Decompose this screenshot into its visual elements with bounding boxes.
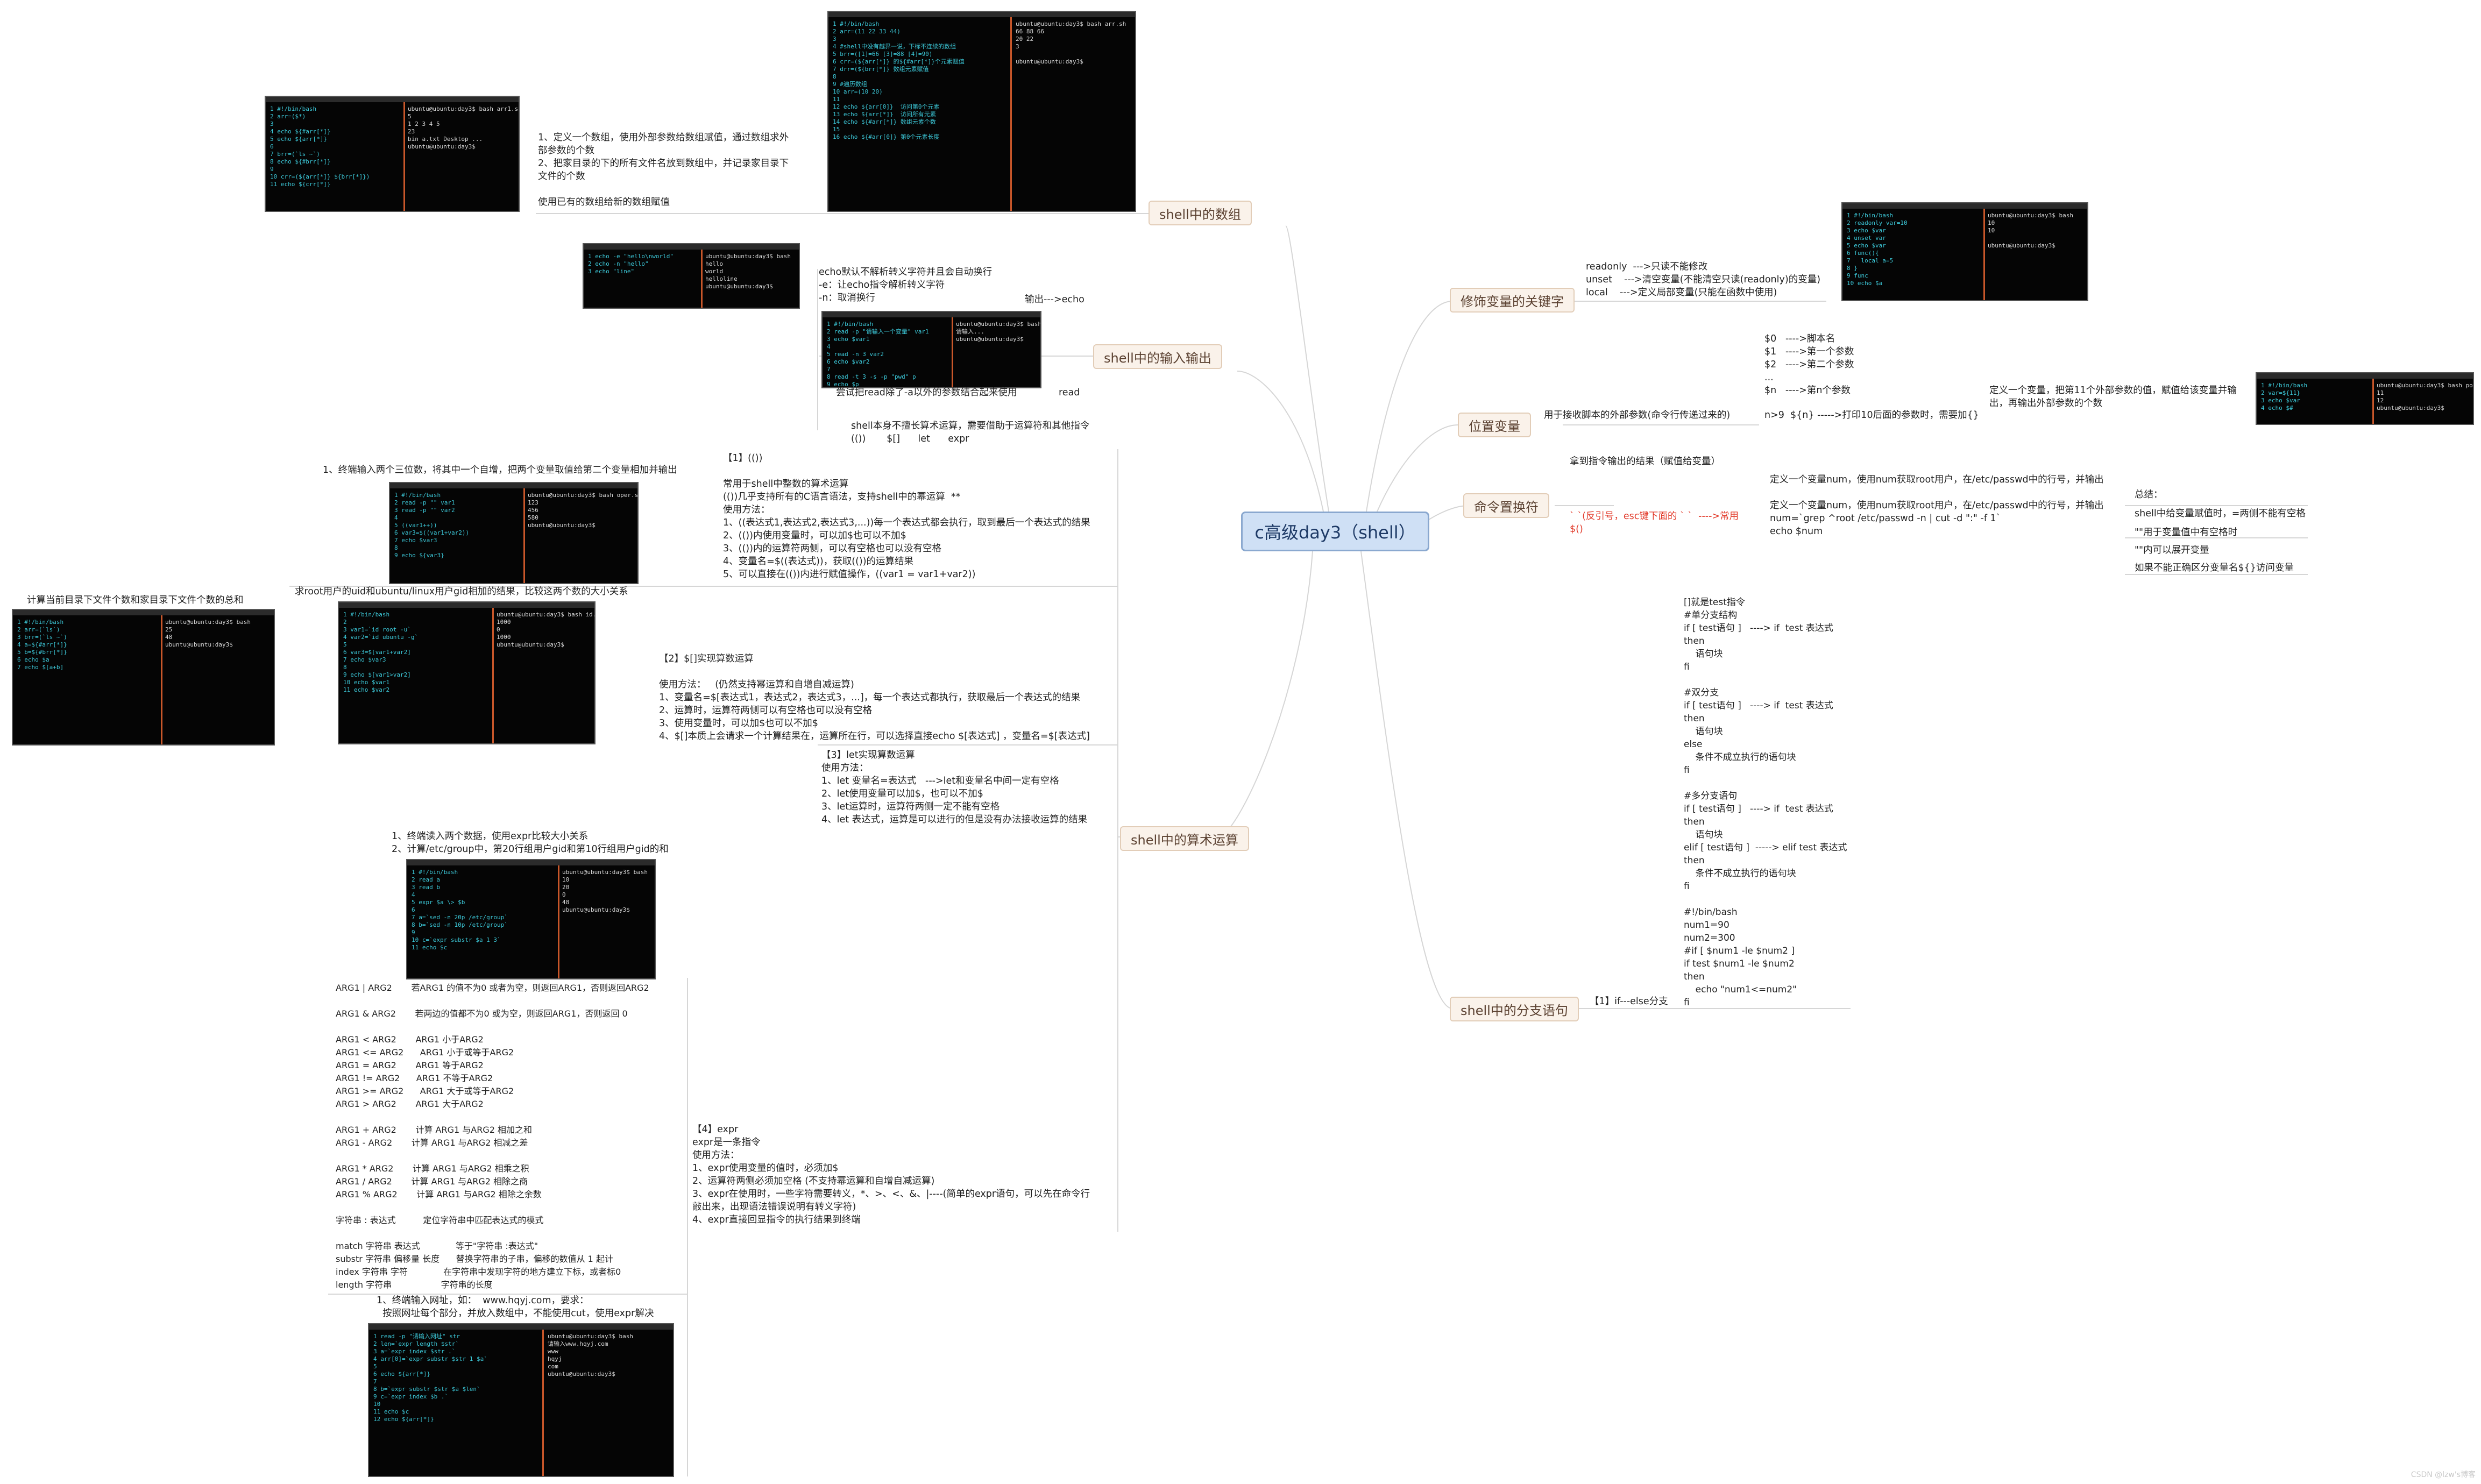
read-note: 尝试把read除了-a以外的参数结合起来使用	[836, 386, 1017, 399]
terminal-output: ubuntu@ubuntu:day3$ bash 请输入www.hqyj.com…	[548, 1333, 633, 1378]
arith-section-4: 【4】expr expr是一条指令 使用方法： 1、expr使用变量的值时，必须…	[692, 1123, 1090, 1226]
echo-output-label: 输出--->echo	[1025, 293, 1084, 306]
terminal-arith-1: 1 #!/bin/bash 2 read -p "" var1 3 read -…	[389, 482, 639, 584]
terminal-output: ubuntu@ubuntu:day3$ bash 10 20 0 48 ubun…	[562, 869, 648, 914]
branch-position[interactable]: 位置变量	[1458, 413, 1531, 437]
terminal-output: ubuntu@ubuntu:day3$ bash pos.sh 11 12 ub…	[2377, 382, 2474, 412]
position-desc: 用于接收脚本的外部参数(命令行传递过来的)	[1544, 409, 1730, 422]
position-tenth: n>9 ${n} ----->打印10后面的参数时，需要加{}	[1764, 409, 1979, 422]
terminal-position: 1 #!/bin/bash 2 var=${11} 3 echo $var 4 …	[2256, 372, 2474, 425]
summary-item: 如果不能正确区分变量名${}访问变量	[2135, 562, 2294, 574]
home-task: 计算当前目录下文件个数和家目录下文件个数的总和	[27, 594, 244, 607]
arith-section-2: 【2】$[]实现算数运算 使用方法： (仍然支持幂运算和自增自减运算) 1、变量…	[659, 652, 1090, 743]
terminal-read: 1 #!/bin/bash 2 read -p "请输入一个变量" var1 3…	[821, 311, 1041, 388]
terminal-output: ubuntu@ubuntu:day3$ bash id.sh 1000 0 10…	[497, 611, 596, 649]
terminal-code: 1 read -p "请输入网址" str 2 len=`expr length…	[373, 1333, 487, 1423]
terminal-url: 1 read -p "请输入网址" str 2 len=`expr length…	[368, 1323, 674, 1477]
terminal-array-small: 1 #!/bin/bash 2 arr=($*) 3 4 echo ${#arr…	[265, 96, 520, 212]
terminal-uid: 1 #!/bin/bash 2 3 var1=`id root -u` 4 va…	[338, 601, 596, 744]
branch-branch[interactable]: shell中的分支语句	[1450, 997, 1579, 1021]
arith-task-1: 1、终端输入两个三位数，将其中一个自增，把两个变量取值给第二个变量相加并输出	[323, 464, 677, 477]
expr-operators: ARG1 | ARG2 若ARG1 的值不为0 或者为空，则返回ARG1，否则返…	[336, 982, 649, 1291]
uid-task: 求root用户的uid和ubuntu/linux用户gid相加的结果，比较这两个…	[295, 585, 628, 598]
watermark: CSDN @lzw's博客	[2411, 1469, 2476, 1480]
link-keywords	[1366, 301, 1452, 512]
terminal-home: 1 #!/bin/bash 2 arr=(`ls`) 3 brr=(`ls ~`…	[12, 609, 275, 745]
terminal-code: 1 #!/bin/bash 2 arr=(11 22 33 44) 3 4 #s…	[833, 20, 965, 141]
keyword-notes: readonly --->只读不能修改 unset --->清空变量(不能清空只…	[1586, 260, 1820, 299]
link-position	[1377, 425, 1458, 512]
link-branch	[1361, 551, 1452, 1009]
terminal-code: 1 #!/bin/bash 2 arr=($*) 3 4 echo ${#arr…	[270, 105, 370, 188]
cmdsub-task-1: 定义一个变量num，使用num获取root用户，在/etc/passwd中的行号…	[1770, 473, 2104, 486]
terminal-output: ubuntu@ubuntu:day3$ bash arr1.sh 5 1 2 3…	[408, 105, 520, 151]
link-array	[1286, 226, 1329, 512]
terminal-keywords: 1 #!/bin/bash 2 readonly var=10 3 echo $…	[1841, 202, 2088, 301]
expr-tasks: 1、终端读入两个数据，使用expr比较大小关系 2、计算/etc/group中，…	[392, 830, 669, 856]
terminal-output: ubuntu@ubuntu:day3$ bash read.sh 请输入... …	[956, 321, 1041, 343]
terminal-echo: 1 echo -e "hello\nworld" 2 echo -n "hell…	[583, 243, 800, 309]
branch-cmdsub[interactable]: 命令置换符	[1463, 493, 1549, 518]
branch-keywords[interactable]: 修饰变量的关键字	[1450, 288, 1575, 313]
arith-section-3: 【3】let实现算数运算 使用方法： 1、let 变量名=表达式 --->let…	[821, 749, 1087, 826]
arith-intro: shell本身不擅长算术运算，需要借助于运算符和其他指令 (()) $[] le…	[851, 420, 1089, 445]
read-label: read	[1059, 386, 1080, 399]
terminal-code: 1 #!/bin/bash 2 read -p "请输入一个变量" var1 3…	[827, 321, 929, 388]
terminal-code: 1 #!/bin/bash 2 var=${11} 3 echo $var 4 …	[2261, 382, 2307, 412]
url-task: 1、终端输入网址，如： www.hqyj.com，要求： 按照网址每个部分，并放…	[377, 1294, 654, 1320]
terminal-code: 1 #!/bin/bash 2 readonly var=10 3 echo $…	[1847, 212, 1908, 287]
link-arith	[1216, 551, 1313, 839]
cmdsub-desc: 拿到指令输出的结果（赋值给变量）	[1570, 455, 1720, 468]
link-io	[1237, 371, 1323, 512]
terminal-output: ubuntu@ubuntu:day3$ bash 10 10 ubuntu@ub…	[1988, 212, 2073, 250]
branch-io[interactable]: shell中的输入输出	[1093, 344, 1222, 369]
terminal-code: 1 echo -e "hello\nworld" 2 echo -n "hell…	[588, 253, 674, 275]
terminal-code: 1 #!/bin/bash 2 read a 3 read b 4 5 expr…	[412, 869, 508, 952]
terminal-code: 1 #!/bin/bash 2 arr=(`ls`) 3 brr=(`ls ~`…	[17, 619, 67, 671]
terminal-output: ubuntu@ubuntu:day3$ bash hello world hel…	[705, 253, 791, 290]
branch-if-label: 【1】if---else分支	[1590, 995, 1668, 1008]
cmdsub-syntax: ` `(反引号，esc键下面的 ` ` ---->常用 $()	[1570, 510, 1739, 536]
position-task: 定义一个变量，把第11个外部参数的值，赋值给该变量并输 出，再输出外部参数的个数	[1989, 384, 2237, 410]
mindmap-root[interactable]: c高级day3（shell）	[1241, 512, 1429, 551]
terminal-array-main: 1 #!/bin/bash 2 arr=(11 22 33 44) 3 4 #s…	[827, 11, 1136, 212]
branch-code: []就是test指令 #单分支结构 if [ test语句 ] ----> if…	[1684, 596, 1847, 1009]
terminal-output: ubuntu@ubuntu:day3$ bash 25 48 ubuntu@ub…	[165, 619, 251, 649]
array-notes: 1、定义一个数组，使用外部参数给数组赋值，通过数组求外 部参数的个数 2、把家目…	[538, 131, 789, 209]
branch-array[interactable]: shell中的数组	[1149, 201, 1252, 225]
terminal-code: 1 #!/bin/bash 2 read -p "" var1 3 read -…	[394, 492, 469, 559]
branch-arith[interactable]: shell中的算术运算	[1120, 826, 1249, 851]
echo-notes: echo默认不解析转义字符并且会自动换行 -e：让echo指令解析转义字符 -n…	[819, 266, 992, 304]
terminal-output: ubuntu@ubuntu:day3$ bash arr.sh 66 88 66…	[1016, 20, 1126, 66]
terminal-expr: 1 #!/bin/bash 2 read a 3 read b 4 5 expr…	[406, 859, 656, 979]
summary-title: 总结：	[2135, 488, 2163, 501]
summary-item: ""用于变量值中有空格时	[2135, 526, 2237, 539]
terminal-output: ubuntu@ubuntu:day3$ bash oper.sh 123 456…	[528, 492, 639, 529]
terminal-code: 1 #!/bin/bash 2 3 var1=`id root -u` 4 va…	[343, 611, 418, 694]
summary-item: shell中给变量赋值时，=两侧不能有空格	[2135, 507, 2306, 520]
arith-section-1: 【1】(()) 常用于shell中整数的算术运算 (())几乎支持所有的C语言语…	[723, 452, 1090, 581]
cmdsub-task-2: 定义一个变量num，使用num获取root用户，在/etc/passwd中的行号…	[1770, 499, 2104, 538]
summary-item: ""内可以展开变量	[2135, 544, 2209, 557]
position-params: $0 ---->脚本名 $1 ---->第一个参数 $2 ---->第二个参数 …	[1764, 332, 1854, 397]
